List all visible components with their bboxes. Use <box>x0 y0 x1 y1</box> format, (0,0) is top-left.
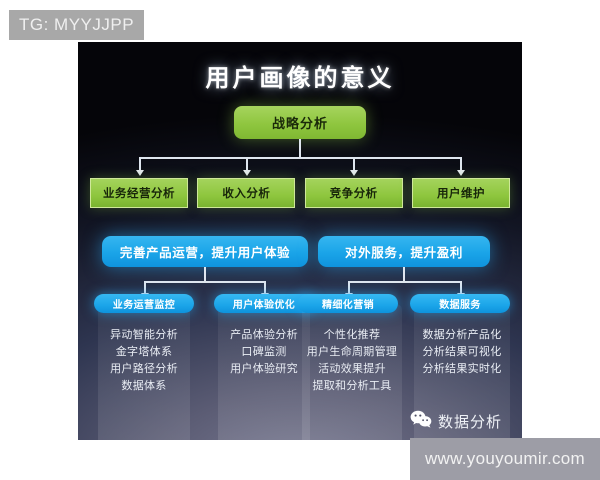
wechat-account-badge: 数据分析 <box>410 410 502 433</box>
connector-right-bus <box>348 281 460 283</box>
url-watermark: www.youyoumir.com <box>410 438 600 480</box>
list-item: 数据分析产品化 <box>422 328 502 341</box>
panel-item-list: 个性化推荐 用户生命周期管理 活动效果提升 提取和分析工具 <box>296 326 408 394</box>
list-item: 异动智能分析 <box>110 328 178 341</box>
connector-root-drop-4 <box>460 157 462 170</box>
connector-right-drop-2 <box>460 281 462 293</box>
list-item: 用户体验研究 <box>230 362 298 375</box>
node-strategy-analysis[interactable]: 战略分析 <box>234 106 366 139</box>
wechat-account-name: 数据分析 <box>438 413 503 431</box>
arrow-root-3 <box>350 170 358 176</box>
list-item: 数据体系 <box>121 379 167 392</box>
panel-item-list: 产品体验分析 口碑监测 用户体验研究 <box>212 326 316 377</box>
connector-root-drop-3 <box>353 157 355 170</box>
node-branch-product-operation[interactable]: 完善产品运营，提升用户体验 <box>102 236 308 267</box>
list-item: 产品体验分析 <box>230 328 298 341</box>
connector-left-drop-2 <box>264 281 266 293</box>
arrow-root-2 <box>243 170 251 176</box>
arrow-root-1 <box>136 170 144 176</box>
node-business-operation-analysis[interactable]: 业务经营分析 <box>90 178 188 208</box>
list-item: 分析结果可视化 <box>422 345 502 358</box>
wechat-icon <box>410 410 432 433</box>
level1-row: 业务经营分析 收入分析 竞争分析 用户维护 <box>90 178 510 208</box>
panel-item-list: 数据分析产品化 分析结果可视化 分析结果实时化 <box>408 326 516 377</box>
connector-root-bus <box>139 157 460 159</box>
slide-content: 用户画像的意义 战略分析 业务经营分析 收入分析 竞争分析 用户维护 完善产品运… <box>78 42 522 440</box>
connector-root-stem <box>299 139 301 157</box>
arrow-root-4 <box>457 170 465 176</box>
connector-left-stem <box>204 267 206 281</box>
list-item: 分析结果实时化 <box>422 362 502 375</box>
panel-item-list: 异动智能分析 金字塔体系 用户路径分析 数据体系 <box>92 326 196 394</box>
list-item: 活动效果提升 <box>318 362 386 375</box>
slide-canvas: 用户画像的意义 战略分析 业务经营分析 收入分析 竞争分析 用户维护 完善产品运… <box>78 42 522 440</box>
panel-user-experience-optimization: 用户体验优化 产品体验分析 口碑监测 用户体验研究 <box>214 294 314 440</box>
list-item: 金字塔体系 <box>115 345 173 358</box>
page-title: 用户画像的意义 <box>205 64 395 92</box>
list-item: 口碑监测 <box>241 345 287 358</box>
node-branch-external-service[interactable]: 对外服务，提升盈利 <box>318 236 490 267</box>
panel-pill-data-service[interactable]: 数据服务 <box>410 294 510 313</box>
panel-data-service: 数据服务 数据分析产品化 分析结果可视化 分析结果实时化 <box>410 294 510 440</box>
panel-pill-refined-marketing[interactable]: 精细化营销 <box>298 294 398 313</box>
connector-right-drop-1 <box>348 281 350 293</box>
node-revenue-analysis[interactable]: 收入分析 <box>197 178 296 208</box>
panel-business-operation-monitoring: 业务运营监控 异动智能分析 金字塔体系 用户路径分析 数据体系 <box>94 294 194 440</box>
connector-left-bus <box>144 281 264 283</box>
list-item: 个性化推荐 <box>323 328 381 341</box>
list-item: 用户生命周期管理 <box>306 345 398 358</box>
telegram-watermark: TG: MYYJJPP <box>9 10 145 40</box>
node-competition-analysis[interactable]: 竞争分析 <box>304 178 403 208</box>
panel-refined-marketing: 精细化营销 个性化推荐 用户生命周期管理 活动效果提升 提取和分析工具 <box>298 294 402 440</box>
connector-root-drop-1 <box>139 157 141 170</box>
node-user-maintenance[interactable]: 用户维护 <box>411 178 510 208</box>
list-item: 提取和分析工具 <box>312 379 392 392</box>
list-item: 用户路径分析 <box>110 362 178 375</box>
panel-pill-user-experience-optimization[interactable]: 用户体验优化 <box>214 294 314 313</box>
connector-root-drop-2 <box>246 157 248 170</box>
panel-pill-business-operation-monitoring[interactable]: 业务运营监控 <box>94 294 194 313</box>
connector-right-stem <box>403 267 405 281</box>
connector-left-drop-1 <box>144 281 146 293</box>
